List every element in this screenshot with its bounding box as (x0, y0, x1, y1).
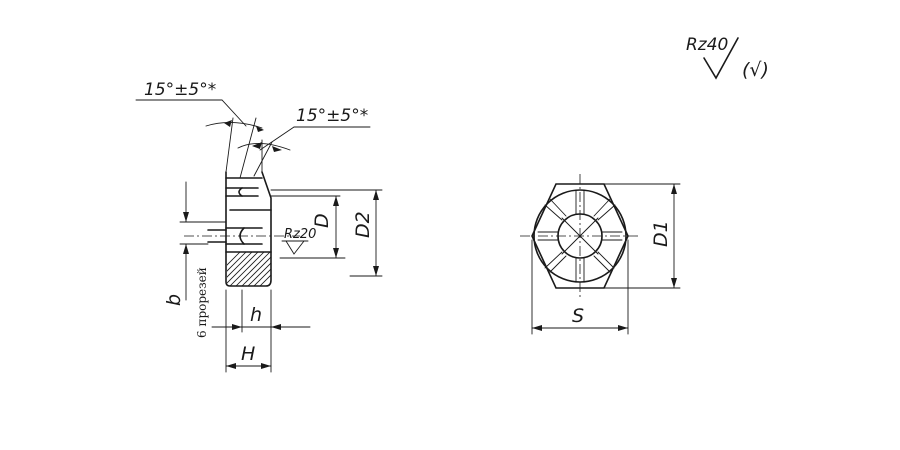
angle-label-left: 15°±5°* (144, 80, 216, 100)
angle-arrow-left (224, 120, 232, 127)
angle-arrow-left-b (256, 126, 264, 132)
dim-s-label: S (572, 305, 584, 327)
dim-d2-label: D2 (352, 211, 374, 238)
dim-H-arrow-right (261, 363, 271, 369)
front-view: D1 S (520, 174, 681, 335)
dim-d1-arrow-top (671, 184, 677, 194)
dim-H-arrow-left (226, 363, 236, 369)
dim-d-label: D (311, 213, 333, 228)
dim-h-label: h (250, 304, 262, 326)
side-view: 15°±5°* 15°±5°* D D2 Rz20 b 6 прорезей (135, 80, 383, 373)
bore-diag-2 (561, 217, 599, 255)
dim-d-arrow-bottom (333, 248, 339, 258)
nut-side-outline (225, 171, 272, 287)
roughness-bore-mark (285, 240, 305, 255)
angle-ext-left-2 (239, 117, 257, 179)
section-hatch (227, 252, 271, 286)
dim-d2-arrow-top (373, 190, 379, 200)
slot-top-round (238, 187, 243, 197)
dim-h-arrow-right (271, 324, 281, 330)
roughness-general-mark (703, 37, 739, 80)
leader-angle-left (135, 99, 247, 127)
dim-b-arrow-top (183, 212, 189, 222)
dim-b-arrow-bottom (183, 244, 189, 254)
angle-arrow-right (252, 142, 262, 149)
leader-angle-right (259, 126, 371, 151)
roughness-bore-label: Rz20 (284, 227, 316, 242)
angle-label-right: 15°±5°* (296, 106, 368, 126)
angle-arc-right (237, 143, 291, 151)
roughness-general-label: Rz40 (686, 35, 728, 55)
dim-b-label: b (163, 294, 185, 306)
dim-d1-arrow-bottom (671, 278, 677, 288)
angle-ext-right-2 (253, 141, 273, 177)
angle-ext-left-1 (225, 117, 234, 173)
dim-d1-label: D1 (650, 220, 672, 247)
roughness-rest-symbol: (√) (742, 59, 769, 81)
dim-h-arrow-left (232, 324, 242, 330)
slots (537, 189, 623, 283)
dim-s-arrow-left (532, 325, 542, 331)
dim-s-arrow-right (618, 325, 628, 331)
dim-H-label: H (241, 343, 255, 365)
angle-arrow-right-b (272, 146, 282, 152)
dim-d2-arrow-bottom (373, 266, 379, 276)
slots-note: 6 прорезей (195, 267, 209, 338)
general-roughness: Rz40 (√) (686, 35, 769, 81)
dim-d-arrow-top (333, 196, 339, 206)
